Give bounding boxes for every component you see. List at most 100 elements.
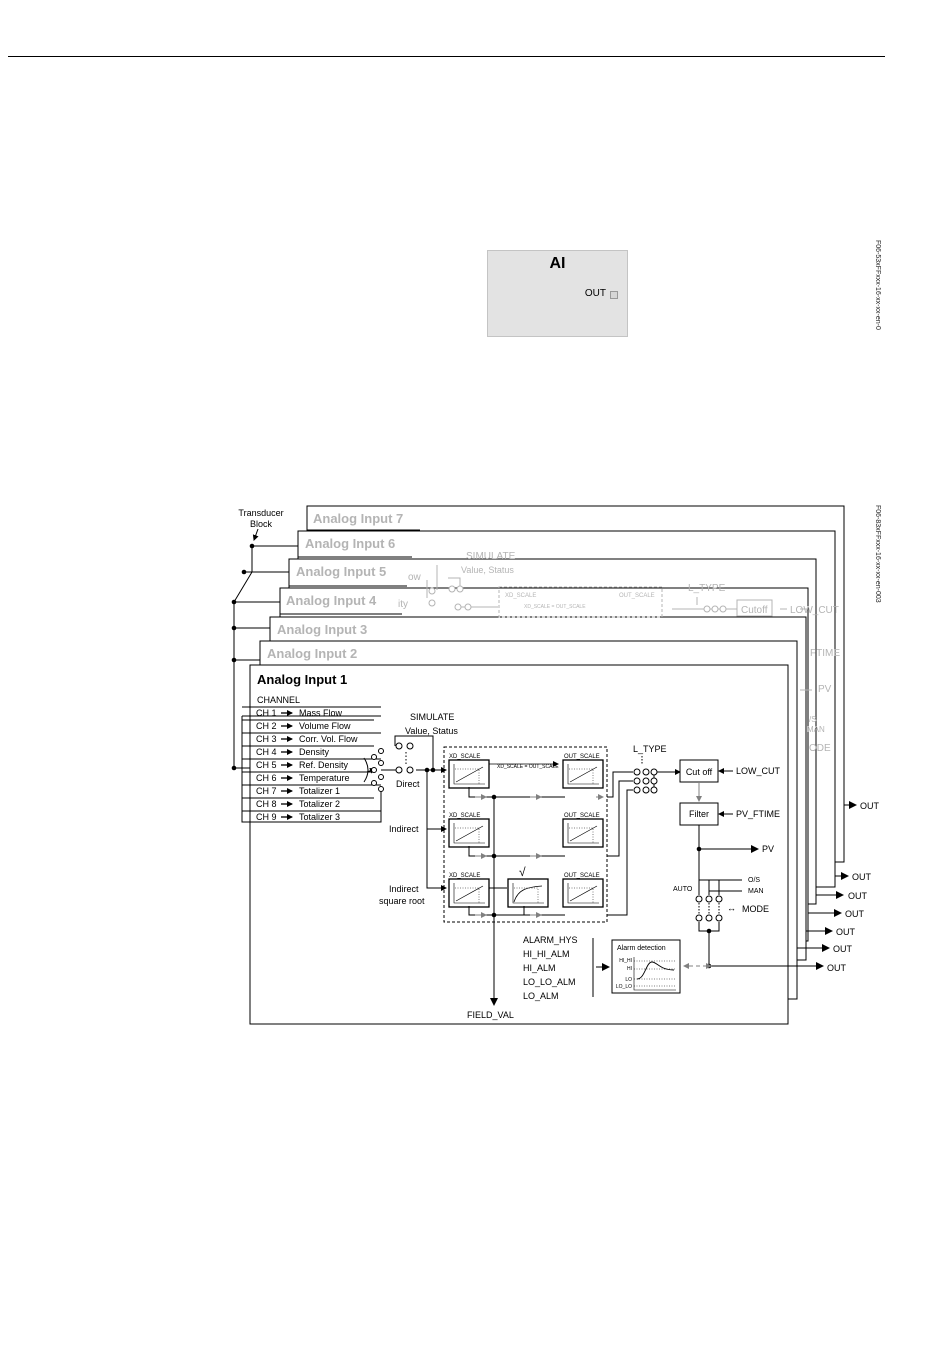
frame-analog-input-1 xyxy=(249,664,789,1025)
scale-box xyxy=(562,878,604,908)
cut-off-label: Cut off xyxy=(686,767,713,777)
bg-cutoff: Cutoff xyxy=(741,605,768,616)
alarm-param-4: LO_LO_ALM xyxy=(523,977,576,987)
channel-name: Mass Flow xyxy=(299,708,343,718)
out-scale-label-3: OUT_SCALE xyxy=(564,873,600,879)
alarm-param-1: ALARM_HYS xyxy=(523,935,578,945)
indirect-sqrt-label-1: Indirect xyxy=(389,884,419,894)
svg-text:HI: HI xyxy=(627,966,632,972)
channel-id: CH 6 xyxy=(256,773,277,783)
scale-axes xyxy=(453,823,485,844)
scale-curve xyxy=(569,825,598,842)
bg-pv: PV xyxy=(818,684,832,695)
scale-box xyxy=(448,759,490,789)
os-label: O/S xyxy=(748,877,760,884)
scale-curve xyxy=(569,885,598,902)
channel-id: CH 9 xyxy=(256,812,277,822)
alarm-param-2: HI_HI_ALM xyxy=(523,949,570,959)
low-cut-label: LOW_CUT xyxy=(736,766,781,776)
scale-guide xyxy=(514,887,539,903)
stack-title-underlines xyxy=(280,529,420,615)
stack-title-2: Analog Input 2 xyxy=(267,646,357,661)
alarm-param-list: ALARM_HYS HI_HI_ALM HI_ALM LO_LO_ALM LO_… xyxy=(523,935,578,1001)
scale-curve xyxy=(455,766,484,783)
channel-name: Totalizer 2 xyxy=(299,799,340,809)
simulate-switch-nodes xyxy=(395,742,414,774)
scale-boxes xyxy=(448,759,604,908)
channel-header: CHANNEL xyxy=(257,695,300,705)
channel-name: Temperature xyxy=(299,773,350,783)
channel-id: CH 8 xyxy=(256,799,277,809)
stack-title-5: Analog Input 5 xyxy=(296,564,386,579)
out-label-2: OUT xyxy=(833,944,853,954)
indirect-feeds xyxy=(426,770,447,891)
scale-guide xyxy=(569,827,594,843)
bg-l-type: L_TYPE xyxy=(688,583,726,594)
alarm-level-labels: HI_HI HI LO LO_LO xyxy=(616,958,632,990)
channel-list-frame xyxy=(241,715,382,823)
channel-id: CH 5 xyxy=(256,760,277,770)
bg-simulate-sub: Value, Status xyxy=(461,565,514,575)
scale-curve xyxy=(569,766,598,783)
xd-eq-out-label: XD_SCALE = OUT_SCALE xyxy=(497,764,559,770)
simulate-sub-label: Value, Status xyxy=(405,726,458,736)
ai-function-block: AI OUT xyxy=(487,250,628,337)
pv-label: PV xyxy=(762,844,774,854)
stack-title-6: Analog Input 6 xyxy=(305,536,395,551)
direct-label: Direct xyxy=(396,779,420,789)
out-label-3: OUT xyxy=(836,927,856,937)
channel-name: Corr. Vol. Flow xyxy=(299,734,358,744)
alarm-detection-label: Alarm detection xyxy=(617,945,666,952)
l-type-nodes xyxy=(633,768,658,794)
pv-junction xyxy=(696,846,702,852)
scale-curve xyxy=(455,885,484,902)
scale-axes xyxy=(512,883,544,904)
scale-box xyxy=(562,818,604,848)
transducer-label-2: Block xyxy=(250,519,273,529)
xd-scale-label-1: XD_SCALE xyxy=(449,754,480,760)
bg-xd-eq-out: XD_SCALE = OUT_SCALE xyxy=(524,604,586,610)
bg-fragment-ow: ow xyxy=(408,572,422,583)
field-val-label: FIELD_VAL xyxy=(467,1010,514,1020)
alarm-detection-box xyxy=(611,939,681,994)
scale-box xyxy=(507,878,549,908)
out-arrows xyxy=(797,801,857,952)
scale-curve xyxy=(455,825,484,842)
svg-text:LO: LO xyxy=(625,977,632,983)
bg-os: /S xyxy=(809,715,817,724)
background-ghost-nodes xyxy=(428,585,727,613)
mode-arrow-glyph: ↔ xyxy=(727,903,736,913)
stack-title-4: Analog Input 4 xyxy=(286,593,377,608)
channel-id: CH 3 xyxy=(256,734,277,744)
indirect-sqrt-label-2: square root xyxy=(379,896,425,906)
scale-box xyxy=(562,759,604,789)
stack-title-7: Analog Input 7 xyxy=(313,511,403,526)
out-label-7: OUT xyxy=(860,801,880,811)
bg-low-cut: LOW_CUT xyxy=(790,605,839,616)
ai-out-port-icon xyxy=(610,291,618,299)
bg-fragment-ity: ity xyxy=(398,599,408,610)
filter-label: Filter xyxy=(689,809,709,819)
stack-titles: Analog Input 7 Analog Input 6 Analog Inp… xyxy=(267,511,403,661)
header-rule xyxy=(8,56,885,57)
mode-label: MODE xyxy=(742,904,769,914)
scale-guide xyxy=(569,768,594,784)
alarm-param-3: HI_ALM xyxy=(523,963,556,973)
scale-axes xyxy=(567,823,599,844)
scaling-junctions xyxy=(491,794,497,918)
scale-axes xyxy=(567,764,599,785)
bg-ftime: FTIME xyxy=(810,648,840,659)
simulate-label: SIMULATE xyxy=(410,712,454,722)
scaling-region xyxy=(443,746,608,923)
auto-label: AUTO xyxy=(673,886,693,893)
out-scale-label-1: OUT_SCALE xyxy=(564,754,600,760)
scale-curve xyxy=(513,885,543,903)
ai-out-label: OUT xyxy=(584,288,606,299)
scale-box xyxy=(448,818,490,848)
gray-flow-arrows xyxy=(475,794,604,918)
channel-name: Totalizer 1 xyxy=(299,786,340,796)
out-labels: OUT OUT OUT OUT OUT OUT OUT xyxy=(827,801,880,973)
ai-block-title: AI xyxy=(549,255,566,272)
out-scale-label-2: OUT_SCALE xyxy=(564,813,600,819)
